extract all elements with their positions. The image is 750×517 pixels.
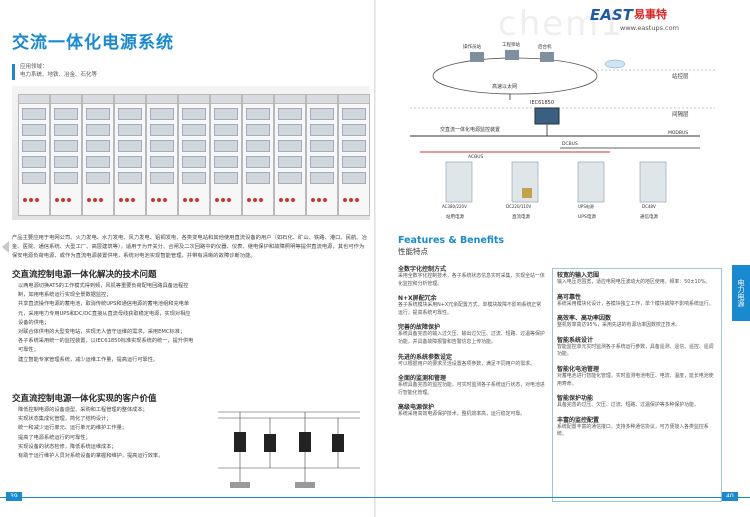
label-dcbus: DCBUS	[562, 141, 578, 147]
system-diagram: 操作员站 工程师站 后台机 高速以太网 站控层 IEC61850 交直流一体化电…	[410, 41, 715, 220]
page-gutter	[374, 0, 376, 517]
section1-title: 交直流控制电源一体化解决的技术问题	[12, 270, 157, 280]
left-page-number: 39	[6, 492, 22, 501]
feature-heading: 智能系统设计	[557, 336, 594, 344]
feature-heading: 先进的系统参数设定	[398, 353, 453, 361]
cabinet-unit	[50, 94, 82, 216]
cabinet-unit	[242, 94, 274, 216]
name-comm-power: 通信电源	[640, 213, 658, 220]
feature-text: 可以根据用户的要求灵活设置各项参数，满足不同用户的需求。	[398, 360, 535, 367]
list-item: 以两电源切换ATS的工作模式得到频，风机等重要负荷配电回路具备远程控制，如用电系…	[18, 283, 189, 299]
label-engineer-station: 工程师站	[502, 41, 520, 48]
list-item: 建立智能专家管理系统，减少运维工作量，提高运行可靠性。	[18, 356, 159, 363]
brand-logo-cn: 易事特	[634, 8, 667, 21]
list-item: 实现状态集成化管理，简化了结构设计；	[18, 416, 112, 423]
section-side-tab[interactable]: 电力电源	[732, 265, 750, 321]
wiring-diagram	[210, 398, 370, 494]
cabinet-unit	[338, 94, 370, 216]
label-operator-station: 操作员站	[463, 43, 481, 50]
feature-heading: 完善的故障保护	[398, 324, 441, 332]
feature-heading: 高效率、高功率因数	[557, 315, 612, 323]
feature-text: 各子系统模块采用N+X冗余配置方式，单模块故障不影响系统正常运行，提高系统可靠性…	[398, 302, 542, 316]
label-device-ac: AC380/220V	[442, 204, 467, 209]
list-item: 实现设备的状态检修，降低系统运维成本；	[18, 443, 117, 450]
feature-heading: 全数字化控制方式	[398, 266, 447, 273]
cabinet-unit	[178, 94, 210, 216]
label-modbus: MODBUS	[668, 130, 688, 136]
list-item: 对联合体供电的大型变电站，实现无人值守运维的需求，采用EMC标准；	[18, 329, 186, 336]
application-bar	[12, 64, 15, 80]
name-station-power: 站用电源	[446, 213, 464, 220]
cabinet-photo	[12, 86, 370, 220]
list-item: 各子系统采用统一的监控装置，以IEC61850标准实现系统的统一，提升供电可靠性…	[18, 338, 194, 354]
feature-heading: 高可靠性	[557, 293, 582, 301]
brand-logo: EAST	[590, 6, 633, 24]
feature-heading: 高级电源保护	[398, 404, 435, 412]
features-title-en: Features & Benefits	[398, 235, 505, 246]
section2-list: 降低控制电源的设备造型、采购和工程管理的整体成本； 实现状态集成化管理，简化了结构…	[12, 406, 202, 461]
feature-text: 对蓄电池进行智能化管理，实时监测电池电压、电流、温度，延长电池使用寿命。	[557, 372, 714, 387]
list-item: 共享直流操作电源的蓄电池，取消传统UPS和通信电源的蓄电池组和充电单元，采用电力…	[18, 301, 191, 326]
label-iec61850: IEC61850	[530, 100, 554, 106]
label-acbus: ACBUS	[468, 154, 484, 160]
list-item: 有助于运行维护人员对系统设备的掌握和维护，提高运行效率。	[18, 453, 164, 460]
features-box	[552, 268, 722, 502]
label-monitor: 交直流一体化电源监控装置	[440, 126, 500, 133]
label-station-layer: 站控层	[672, 72, 689, 80]
cabinet-unit	[146, 94, 178, 216]
name-dc-power: 直流电源	[512, 213, 530, 220]
feature-heading: 智能保护功能	[557, 395, 594, 403]
cabinet-unit	[82, 94, 114, 216]
cabinet-unit	[274, 94, 306, 216]
page-title: 交流一体化电源系统	[12, 33, 174, 53]
watermark: chem1	[498, 4, 624, 44]
label-bay-layer: 间隔层	[672, 110, 689, 118]
application-label: 应用领域： 电力系统、地铁、冶金、石化等	[20, 63, 97, 79]
label-device-48v: DC48V	[642, 204, 656, 209]
right-page-number: 40	[722, 492, 738, 501]
feature-heading: N+X屏配冗余	[398, 295, 437, 303]
cabinet-unit	[114, 94, 146, 216]
feature-heading: 智能化电池管理	[557, 365, 600, 373]
features-title-cn: 性能特点	[398, 247, 428, 256]
features-column-2: 较宽的输入范围输入电压范围宽，适应电网电压波动大的地区使用，频率：50±10%。…	[557, 270, 717, 439]
feature-text: 系统配置丰富的通信接口，支持多种通信协议，可方便接入各类监控系统。	[557, 423, 709, 438]
intro-paragraph: 产品主要应用于电网公司、火力发电、水力发电、风力发电、铝铜发电、各类变电站和其他…	[12, 235, 367, 259]
feature-text: 系统具备完善的监控功能，可实时监测各子系统运行状态，对电池进行智能化管理。	[398, 382, 545, 396]
feature-text: 系统采用模块化设计，各模块独立工作，单个模块故障不影响系统运行。	[557, 300, 714, 307]
cabinet-unit	[18, 94, 50, 216]
label-device-ups: UPS电源	[578, 203, 594, 209]
cabinet-unit	[210, 94, 242, 216]
feature-text: 具备完善的过压、欠压、过流、短路、过温保护等多种保护功能。	[557, 402, 699, 409]
section1-list: 以两电源切换ATS的工作模式得到频，风机等重要负荷配电回路具备远程控制，如用电系…	[12, 282, 194, 365]
feature-heading: 较宽的输入范围	[557, 272, 600, 279]
list-item: 提高了电源系统运行的可靠性；	[18, 434, 91, 441]
features-column-1: 全数字化控制方式采用全数字化控制技术，各子系统状态信息实时采集，实现全站一体化监…	[398, 264, 546, 419]
feature-heading: 丰富的监控配置	[557, 416, 600, 424]
name-ups-power: UPS电源	[578, 213, 596, 220]
feature-text: 系统采用高效电源保护技术，整机效率高，运行稳定可靠。	[398, 411, 526, 418]
feature-text: 系统具备完善的输入过欠压、输出过欠压、过流、短路、过温等保护功能，并具备故障报警…	[398, 331, 545, 345]
application-heading: 应用领域：	[20, 64, 48, 70]
brand-website: www.eastups.com	[620, 24, 679, 32]
prev-page-arrow-icon[interactable]	[2, 241, 9, 253]
list-item: 统一和减少运行单元、运行单元的维护工作量；	[18, 425, 127, 432]
cabinet-unit	[306, 94, 338, 216]
feature-text: 智能监控单元实时监测各子系统运行参数，具备遥测、遥信、遥控、遥调功能。	[557, 343, 714, 358]
application-text: 电力系统、地铁、冶金、石化等	[20, 72, 98, 78]
section2-title: 交直流控制电源一体化实现的客户价值	[12, 394, 157, 404]
feature-text: 采用全数字化控制技术，各子系统状态信息实时采集，实现全站一体化监控和分析管理。	[398, 273, 545, 287]
feature-text: 整机效率高达95%，采用先进的有源功率因数校正技术。	[557, 322, 681, 329]
bottom-rule	[0, 497, 750, 498]
label-backend: 后台机	[538, 43, 552, 50]
list-item: 降低控制电源的设备造型、采购和工程管理的整体成本；	[18, 407, 148, 413]
feature-text: 输入电压范围宽，适应电网电压波动大的地区使用，频率：50±10%。	[557, 279, 711, 285]
label-device-dc: DC220/110V	[506, 204, 531, 209]
label-ethernet: 高速以太网	[492, 83, 517, 90]
feature-heading: 全面的监测和管理	[398, 375, 447, 383]
